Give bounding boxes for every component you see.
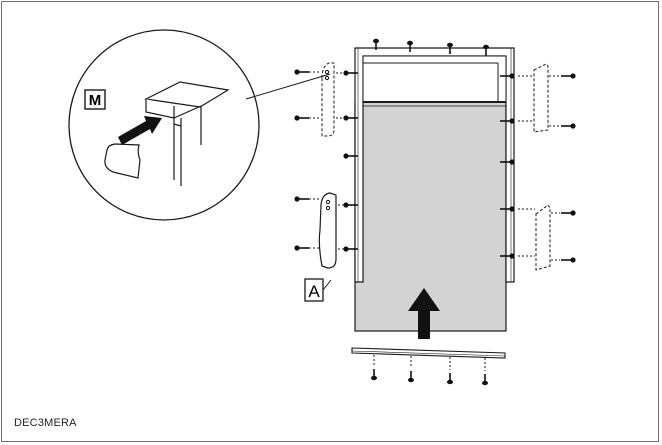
figure-caption: DEC3MERA [14,417,77,429]
insert-arrow-icon [118,116,162,145]
hinge-bracket-a [318,192,337,269]
svg-text:M: M [89,92,102,109]
door-panel [354,101,507,332]
cabinet-frame [354,47,515,332]
callout-a: A [304,278,324,302]
hinge-bracket-upper-right [533,63,549,133]
screws-left [293,68,359,253]
bottom-rail [351,347,506,387]
detail-circle: M [68,29,331,221]
svg-text:A: A [308,282,320,301]
screws-right [499,72,577,264]
cabinet-corner-detail [144,81,230,186]
arrow-up-icon [408,288,440,339]
hinge-bracket-upper-left [321,62,335,137]
hinge-piece [104,143,141,179]
callout-m: M [84,89,106,110]
hinge-bracket-lower-right [535,204,551,271]
